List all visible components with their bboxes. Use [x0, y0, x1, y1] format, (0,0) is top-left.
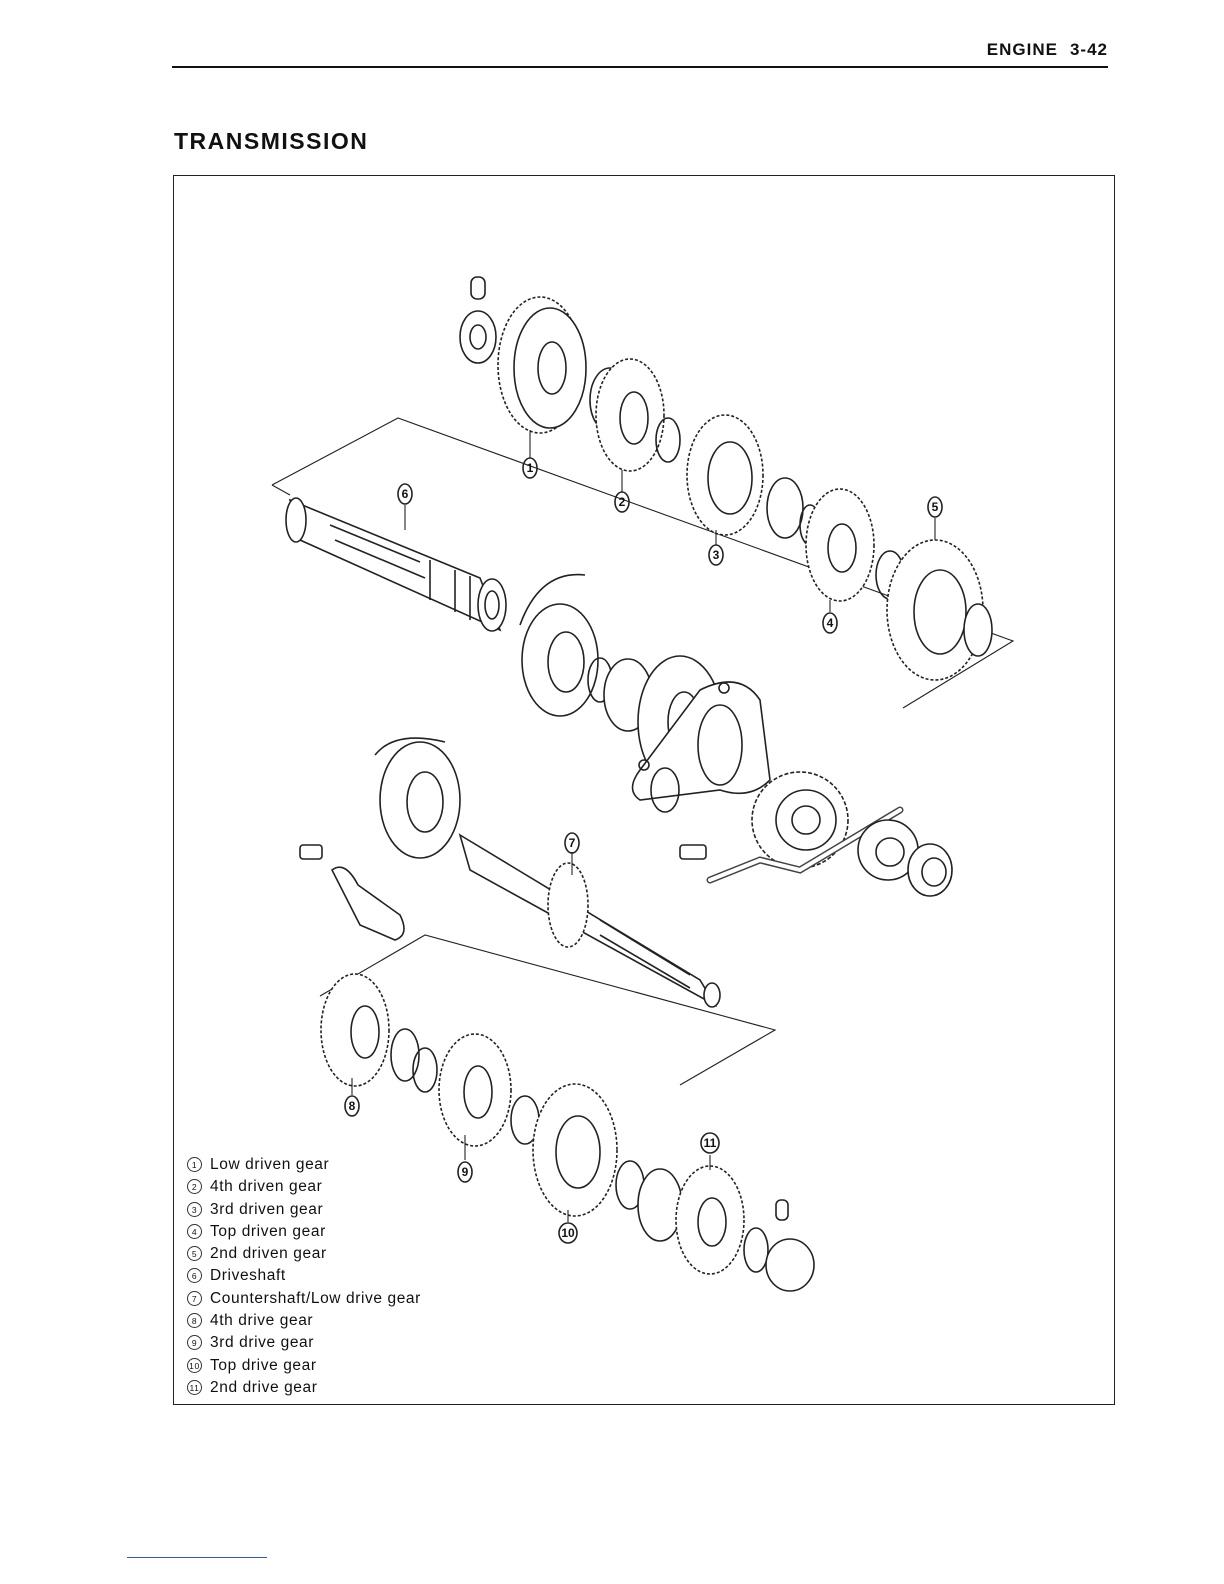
svg-text:1: 1	[527, 461, 534, 475]
svg-text:9: 9	[462, 1165, 469, 1179]
legend-number: 9	[187, 1335, 202, 1350]
legend-item: 11 2nd drive gear	[187, 1377, 421, 1399]
callout-9: 9	[458, 1162, 472, 1182]
legend-item: 6 Driveshaft	[187, 1265, 421, 1287]
svg-text:5: 5	[932, 500, 939, 514]
parts-legend: 1 Low driven gear 2 4th driven gear 3 3rd d…	[187, 1154, 421, 1399]
legend-number: 3	[187, 1202, 202, 1217]
svg-text:7: 7	[569, 836, 576, 850]
svg-text:6: 6	[402, 487, 409, 501]
legend-number: 7	[187, 1291, 202, 1306]
legend-item: 1 Low driven gear	[187, 1154, 421, 1176]
legend-item: 10 Top drive gear	[187, 1355, 421, 1377]
legend-number: 8	[187, 1313, 202, 1328]
legend-label: Top driven gear	[210, 1223, 326, 1240]
svg-text:11: 11	[704, 1136, 717, 1150]
callout-8: 8	[345, 1096, 359, 1116]
callout-10: 10	[559, 1223, 577, 1243]
legend-label: 2nd driven gear	[210, 1245, 327, 1262]
legend-label: 3rd drive gear	[210, 1334, 314, 1351]
legend-label: 4th drive gear	[210, 1312, 313, 1329]
legend-item: 3 3rd driven gear	[187, 1199, 421, 1221]
callout-2: 2	[615, 492, 629, 512]
legend-label: 3rd driven gear	[210, 1201, 323, 1218]
legend-item: 5 2nd driven gear	[187, 1243, 421, 1265]
legend-number: 2	[187, 1179, 202, 1194]
callout-6: 6	[398, 484, 412, 504]
legend-label: Low driven gear	[210, 1156, 329, 1173]
legend-item: 2 4th driven gear	[187, 1176, 421, 1198]
legend-number: 1	[187, 1157, 202, 1172]
legend-item: 7 Countershaft/Low drive gear	[187, 1288, 421, 1310]
footer-divider	[127, 1557, 267, 1558]
svg-text:2: 2	[619, 495, 626, 509]
legend-label: Driveshaft	[210, 1267, 286, 1284]
legend-number: 4	[187, 1224, 202, 1239]
legend-item: 4 Top driven gear	[187, 1221, 421, 1243]
callout-4: 4	[823, 613, 837, 633]
driveshaft-bearing-parts	[520, 575, 770, 812]
svg-text:4: 4	[827, 616, 834, 630]
callout-3: 3	[709, 545, 723, 565]
svg-text:8: 8	[349, 1099, 356, 1113]
legend-label: 4th driven gear	[210, 1178, 322, 1195]
callout-5: 5	[928, 497, 942, 517]
driveshaft-part	[286, 498, 506, 631]
legend-label: Top drive gear	[210, 1357, 317, 1374]
legend-label: Countershaft/Low drive gear	[210, 1290, 421, 1307]
legend-number: 6	[187, 1268, 202, 1283]
callout-7: 7	[565, 833, 579, 853]
legend-number: 10	[187, 1358, 202, 1373]
legend-item: 9 3rd drive gear	[187, 1332, 421, 1354]
legend-number: 5	[187, 1246, 202, 1261]
svg-text:3: 3	[713, 548, 720, 562]
legend-label: 2nd drive gear	[210, 1379, 318, 1396]
countershaft-assembly-outline	[320, 935, 775, 1085]
svg-text:10: 10	[561, 1226, 575, 1240]
callout-11: 11	[701, 1133, 719, 1153]
legend-item: 8 4th drive gear	[187, 1310, 421, 1332]
legend-number: 11	[187, 1380, 202, 1395]
